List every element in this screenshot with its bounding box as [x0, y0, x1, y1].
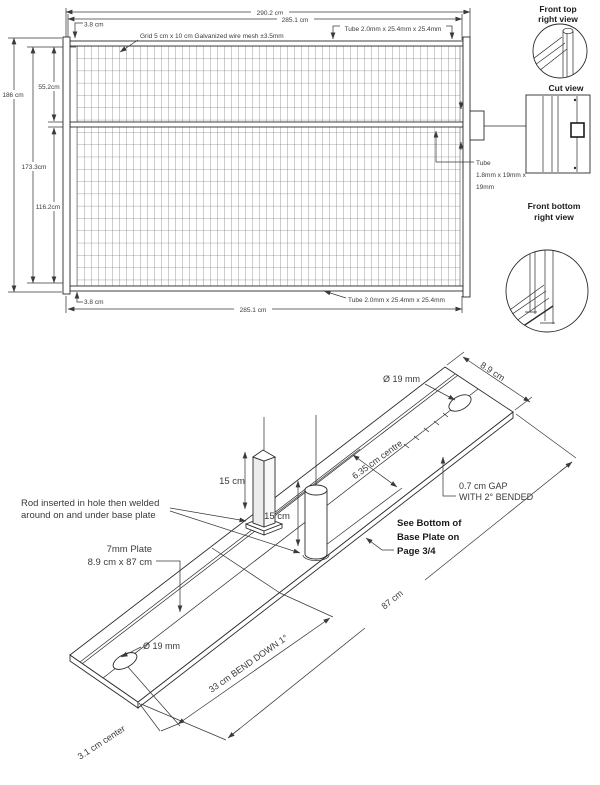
dim-total-height: 186 cm [2, 92, 23, 99]
dim-mesh-height: 173.3cm [22, 164, 47, 171]
round-rod [302, 484, 330, 561]
tube-top-leader-right [446, 25, 455, 40]
grid-label: Grid 5 cm x 10 cm Galvanized wire mesh ±… [140, 33, 284, 40]
fence-wire-mesh [76, 45, 461, 287]
tube-mid-label-3: 19mm [476, 184, 494, 191]
front-top-view-title-2: right view [538, 14, 578, 24]
grid-label-leader [119, 39, 139, 53]
dim-hole-center: 3.1 cm center [76, 723, 127, 761]
rod-weld-leader-square [169, 507, 247, 523]
front-bottom-view-detail [506, 250, 555, 332]
dim-leader-offset-top [72, 22, 83, 39]
tube-mid-label-1: Tube [476, 160, 491, 167]
dim-line-rod-spacing [352, 454, 398, 488]
front-bottom-view-circle [505, 249, 589, 333]
tube-bottom-label: Tube 2.0mm x 25.4mm x 25.4mm [348, 297, 445, 304]
panel-clamp-bracket [469, 110, 485, 141]
front-top-view-detail [533, 27, 574, 77]
plate-size-leader [156, 560, 183, 613]
tube-bottom-leader [323, 290, 347, 299]
tube-top-label: Tube 2.0mm x 25.4mm x 25.4mm [345, 26, 442, 33]
gap-label-2: WITH 2° BENDED [459, 492, 534, 502]
cut-view-dot-top [573, 98, 577, 102]
fence-extension-lines [8, 8, 471, 313]
fence-right-post [462, 36, 471, 298]
bend-ext-lines [127, 592, 334, 732]
cut-view-dot-bottom [573, 166, 577, 170]
dim-hole-top: Ø 19 mm [383, 374, 420, 384]
see-bottom-note-2: Base Plate on [397, 532, 459, 543]
fence-bottom-rail [69, 285, 464, 292]
plate-hole-centerline [102, 388, 479, 679]
dim-hole-bottom: Ø 19 mm [143, 641, 180, 651]
dim-rod-round-height: 15 cm [264, 511, 290, 522]
dim-line-plate-width [462, 356, 531, 403]
dim-offset-top: 3.8 cm [84, 22, 104, 29]
tube-mid-label-2: 1.8mm x 19mm x [476, 172, 527, 179]
plate-size-note-2: 8.9 cm x 87 cm [88, 557, 152, 568]
dim-rod-square-height: 15 cm [219, 476, 245, 487]
cut-view-tube-walls [542, 96, 578, 172]
tube-mid-leader [433, 130, 474, 163]
see-bottom-note-1: See Bottom of [397, 518, 462, 529]
fence-drawing: 290.2 cm 285.1 cm 3.8 cm 186 cm 173.3cm … [0, 7, 527, 314]
gap-leader [440, 456, 456, 497]
hole-top-leader [424, 383, 456, 401]
dim-plate-length: 87 cm [379, 588, 404, 611]
dim-upper-section: 55.2cm [38, 84, 59, 91]
dim-offset-bottom: 3.8 cm [84, 299, 104, 306]
cut-view-title: Cut view [549, 83, 584, 93]
dim-line-bend [177, 617, 331, 725]
front-bottom-view-title-1: Front bottom [528, 201, 581, 211]
dim-inner-width-top: 285.1 cm [282, 17, 309, 24]
plate-bend-line [211, 547, 281, 594]
detail-views: Front top right view Cut view Front bott… [505, 4, 591, 333]
hole-bottom-leader [120, 646, 142, 658]
front-top-view-title-1: Front top [539, 4, 576, 14]
plate-size-note-1: 7mm Plate [107, 544, 152, 555]
dim-leader-offset-bottom [74, 291, 83, 303]
fence-top-rail [69, 40, 464, 47]
dim-lower-section: 116.2cm [36, 204, 60, 211]
rod-weld-note-1: Rod inserted in hole then welded [21, 498, 159, 509]
see-bottom-note-3: Page 3/4 [397, 546, 436, 557]
fence-middle-rail [69, 121, 464, 128]
see-bottom-leader [365, 537, 394, 551]
gap-label-1: 0.7 cm GAP [459, 481, 508, 491]
base-plate-drawing: Ø 19 mm 8.9 cm 0.7 cm GAP WITH 2° BENDED… [21, 351, 577, 762]
rod-weld-note-2: around on and under base plate [21, 510, 156, 521]
rod-weld-leader-round [169, 510, 301, 554]
cut-view-clamp-section [570, 122, 585, 138]
tube-top-leader-left [330, 25, 340, 40]
dim-plate-width: 8.9 cm [479, 360, 507, 383]
front-top-view-circle [532, 23, 588, 79]
dim-inner-width-bottom: 285.1 cm [240, 307, 267, 314]
square-rod [244, 449, 284, 536]
front-bottom-view-title-2: right view [534, 212, 574, 222]
fence-left-post [62, 36, 71, 295]
dim-total-width: 290.2 cm [257, 10, 284, 17]
